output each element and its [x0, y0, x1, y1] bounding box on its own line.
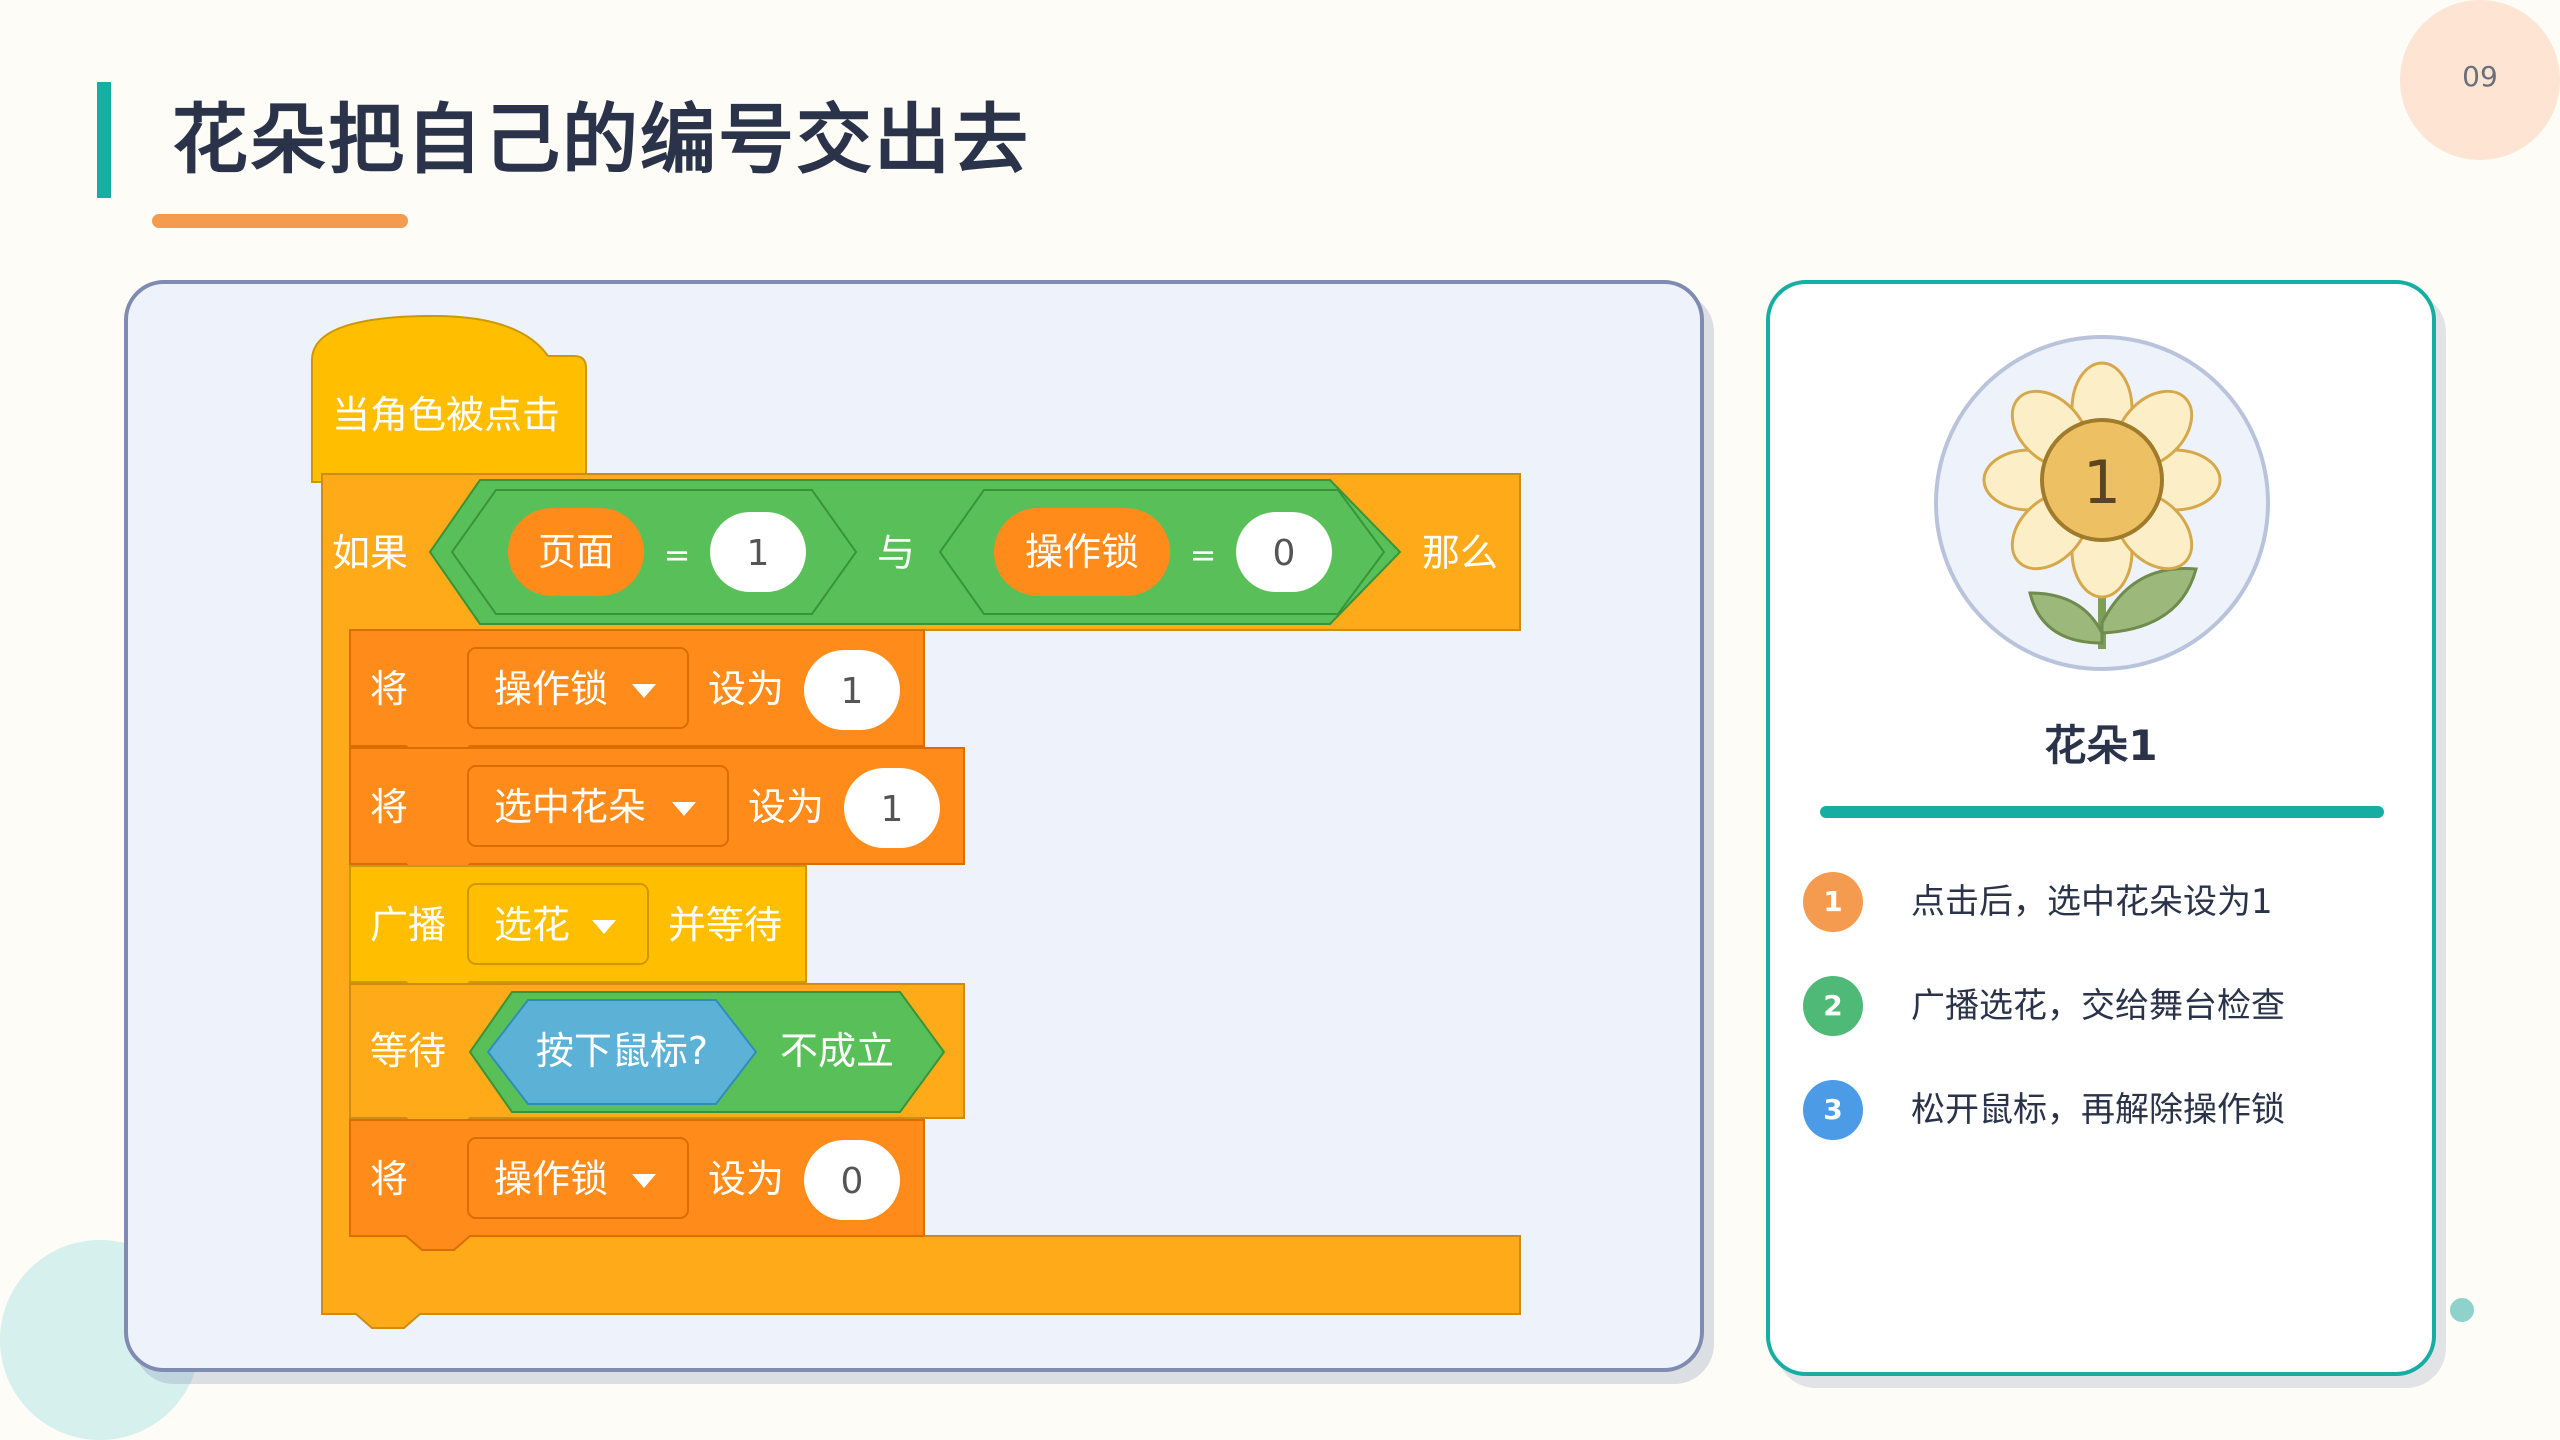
set1-prefix: 将	[370, 667, 408, 711]
set1-action: 设为	[708, 667, 784, 711]
variable-reporter-lock	[994, 508, 1170, 596]
cond2-value: 0	[1273, 533, 1296, 574]
step-number-badge: 2	[1803, 976, 1863, 1036]
title-underline	[152, 214, 408, 228]
set3-variable: 操作锁	[494, 1157, 608, 1201]
flower-name: 花朵1	[2044, 721, 2158, 770]
cond2-value-input[interactable]	[1236, 512, 1332, 592]
decor-dot	[2450, 1298, 2474, 1322]
set2-value-input[interactable]	[844, 768, 940, 848]
step-text: 广播选花，交给舞台检查	[1911, 986, 2285, 1026]
hat-block-when-clicked[interactable]: 当角色被点击	[311, 314, 587, 495]
page-title: 花朵把自己的编号交出去	[172, 95, 1030, 184]
cond2-variable: 操作锁	[1025, 530, 1139, 574]
step-number-badge: 3	[1803, 1080, 1863, 1140]
set1-value-input[interactable]	[804, 650, 900, 730]
info-divider	[1820, 806, 2384, 818]
set3-prefix: 将	[370, 1157, 408, 1201]
set3-value: 0	[841, 1161, 864, 1202]
dropdown-triangle-icon	[632, 684, 656, 698]
dropdown-triangle-icon	[632, 1174, 656, 1188]
cond1-value: 1	[747, 533, 770, 574]
set2-value: 1	[881, 789, 904, 830]
broadcast-message: 选花	[494, 903, 570, 947]
then-label: 那么	[1422, 531, 1498, 575]
set2-action: 设为	[748, 785, 824, 829]
broadcast-suffix: 并等待	[668, 903, 782, 947]
set2-variable-dropdown[interactable]	[467, 765, 729, 847]
set2-prefix: 将	[370, 785, 408, 829]
flower-number: 1	[2083, 448, 2121, 518]
step-text: 松开鼠标，再解除操作锁	[1911, 1090, 2285, 1130]
cond1-variable: 页面	[538, 530, 614, 574]
step-number-badge: 1	[1803, 872, 1863, 932]
step-item-2: 2 广播选花，交给舞台检查	[1803, 976, 2403, 1036]
cond1-op: =	[664, 536, 691, 574]
set-variable-block-1[interactable]: 将 操作锁 设为 1	[349, 629, 925, 761]
set1-value: 1	[841, 671, 864, 712]
set2-variable: 选中花朵	[494, 785, 646, 829]
cond1-value-input[interactable]	[710, 512, 806, 592]
if-label: 如果	[332, 531, 408, 575]
set3-value-input[interactable]	[804, 1140, 900, 1220]
and-operator[interactable]: 页面 = 1 与 操作锁 = 0	[428, 479, 1402, 625]
title-accent-bar	[97, 82, 111, 198]
broadcast-and-wait-block[interactable]: 广播 选花 并等待	[349, 865, 807, 997]
page-number: 09	[2462, 60, 2498, 93]
set-variable-block-2[interactable]: 将 选中花朵 设为 1	[349, 747, 965, 879]
variable-reporter-page	[508, 508, 644, 596]
cond2-op: =	[1190, 536, 1217, 574]
join-label: 与	[877, 531, 915, 575]
set3-variable-dropdown[interactable]	[467, 1137, 689, 1219]
set1-variable: 操作锁	[494, 667, 608, 711]
dropdown-triangle-icon	[592, 920, 616, 934]
step-text: 点击后，选中花朵设为1	[1911, 882, 2273, 922]
set1-variable-dropdown[interactable]	[467, 647, 689, 729]
wait-until-block[interactable]: 等待 按下鼠标? 不成立	[349, 983, 965, 1133]
set3-action: 设为	[708, 1157, 784, 1201]
hat-label: 当角色被点击	[332, 393, 560, 437]
sensing-label: 按下鼠标?	[536, 1029, 708, 1073]
wait-prefix: 等待	[370, 1029, 446, 1073]
step-item-1: 1 点击后，选中花朵设为1	[1803, 872, 2403, 932]
broadcast-prefix: 广播	[370, 903, 446, 947]
mouse-down-sensing[interactable]	[486, 999, 758, 1105]
step-item-3: 3 松开鼠标，再解除操作锁	[1803, 1080, 2403, 1140]
set-variable-block-3[interactable]: 将 操作锁 设为 0	[349, 1119, 925, 1251]
not-label: 不成立	[780, 1029, 894, 1073]
broadcast-message-dropdown[interactable]	[467, 883, 649, 965]
dropdown-triangle-icon	[672, 802, 696, 816]
decor-circle-top	[2400, 0, 2560, 160]
flower-icon: 1	[1932, 333, 2272, 673]
